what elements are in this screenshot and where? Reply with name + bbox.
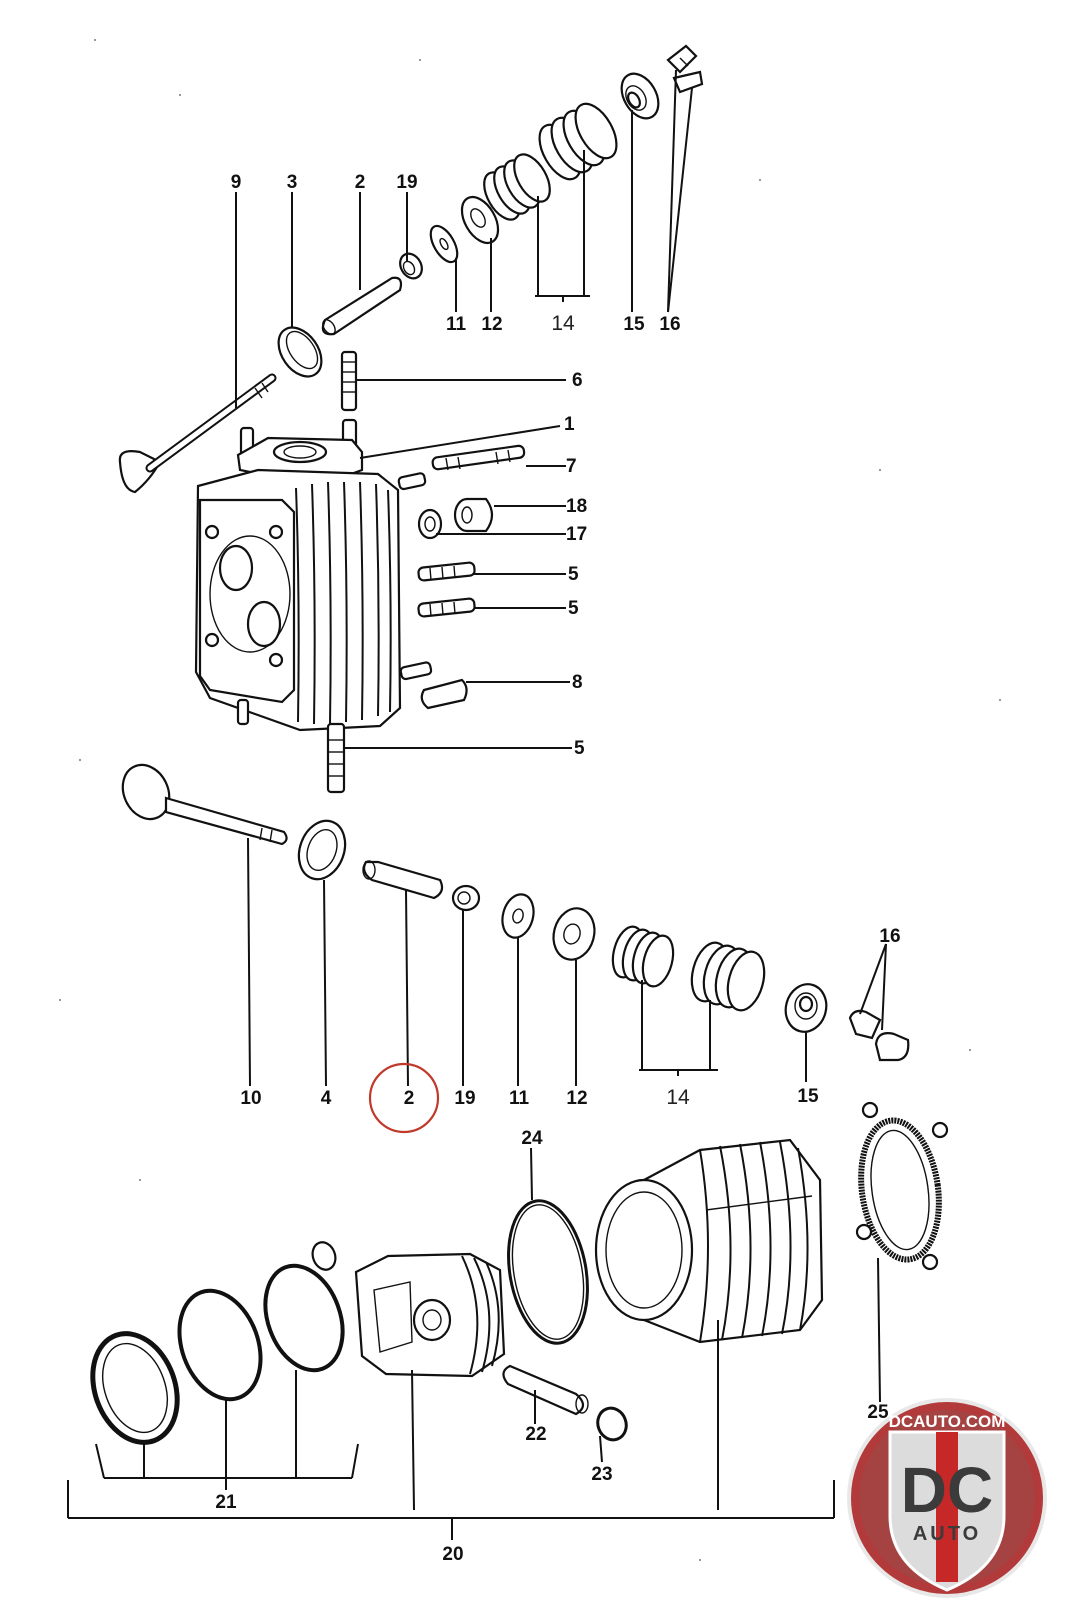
valve-springs-part-14-lower: [611, 925, 766, 1012]
highlight-circle: [368, 1062, 440, 1134]
label-19-top: 19: [396, 172, 417, 193]
spring-retainer-part-15: [620, 72, 660, 120]
label-21: 21: [215, 1492, 237, 1513]
label-5-third: 5: [574, 738, 585, 759]
label-11-mid: 11: [509, 1088, 530, 1109]
label-6: 6: [572, 370, 583, 391]
label-8: 8: [572, 672, 583, 693]
piston-rings-part-21: [90, 1241, 345, 1445]
label-22: 22: [525, 1424, 546, 1445]
label-2-top: 2: [355, 172, 366, 193]
valve-seat-ring-part-4: [297, 819, 347, 881]
piston: [354, 1252, 506, 1378]
cylinder-head-studs-and-fittings: [397, 444, 526, 710]
label-5-second: 5: [568, 598, 579, 619]
label-12-mid: 12: [566, 1088, 587, 1109]
piston-pin-part-22: [502, 1364, 589, 1416]
side-leader-lines: [344, 379, 572, 749]
valve-keepers-part-16: [666, 44, 704, 94]
washer-part-11-lower: [501, 893, 535, 939]
cylinder-head-part-1: [194, 350, 402, 794]
label-14-mid: 14: [666, 1086, 690, 1109]
intake-valve-part-10: [121, 763, 288, 846]
valve-stem-seal-part-19: [399, 252, 423, 280]
bottom-leader-lines: [67, 1147, 881, 1540]
label-4: 4: [321, 1088, 332, 1109]
valve-guide-part-2-lower: [362, 860, 444, 900]
dcauto-logo: DCAUTO.COM DC AUTO: [847, 1398, 1047, 1598]
label-1: 1: [564, 414, 575, 435]
spring-seat-part-12: [460, 195, 500, 245]
label-19-mid: 19: [454, 1088, 475, 1109]
label-16-mid: 16: [879, 926, 900, 947]
label-24: 24: [521, 1128, 543, 1149]
logo-letters: DC: [901, 1454, 993, 1526]
label-5-first: 5: [568, 564, 579, 585]
piston-and-cylinder-assembly: [90, 1101, 949, 1445]
o-ring-part-24: [507, 1199, 589, 1345]
label-16-top: 16: [659, 314, 680, 335]
middle-leader-lines: [247, 837, 887, 1087]
cylinder-barrel: [594, 1138, 824, 1344]
valve-guide-part-2: [321, 276, 403, 336]
label-11-top: 11: [446, 314, 467, 335]
paper-specks: [59, 39, 1001, 1561]
valve-seat-ring-part-3: [277, 326, 323, 378]
lower-valve-assembly: [121, 763, 910, 1062]
label-15-top: 15: [623, 314, 645, 335]
upper-valve-assembly: [118, 44, 704, 494]
label-17: 17: [566, 524, 587, 545]
label-15-mid: 15: [797, 1086, 819, 1107]
spring-retainer-part-15-lower: [784, 983, 828, 1033]
valve-keepers-part-16-lower: [848, 1009, 910, 1062]
washer-part-11: [429, 224, 459, 264]
label-23: 23: [591, 1464, 612, 1485]
valve-stem-seal-part-19-lower: [451, 884, 481, 912]
circlip-part-23: [596, 1406, 628, 1442]
label-14-top: 14: [551, 312, 575, 335]
upper-leader-lines: [235, 69, 693, 408]
valve-springs-part-14: [483, 102, 618, 221]
label-10: 10: [240, 1088, 261, 1109]
spring-seat-part-12-lower: [552, 907, 596, 961]
part-number-labels: 9 3 2 19 11 12 14 15 16 6 1 7 18 17 5 5 …: [215, 172, 900, 1565]
label-2-highlighted: 2: [404, 1088, 415, 1109]
label-9: 9: [231, 172, 242, 193]
label-12-top: 12: [481, 314, 502, 335]
label-25: 25: [867, 1402, 889, 1423]
label-3: 3: [287, 172, 298, 193]
cylinder-base-gasket-part-25: [855, 1101, 949, 1271]
label-18: 18: [566, 496, 587, 517]
logo-word: AUTO: [913, 1523, 981, 1545]
label-20: 20: [442, 1544, 463, 1565]
label-7: 7: [566, 456, 577, 477]
exhaust-valve-part-9: [118, 373, 277, 494]
logo-site-text: DCAUTO.COM: [889, 1412, 1006, 1431]
